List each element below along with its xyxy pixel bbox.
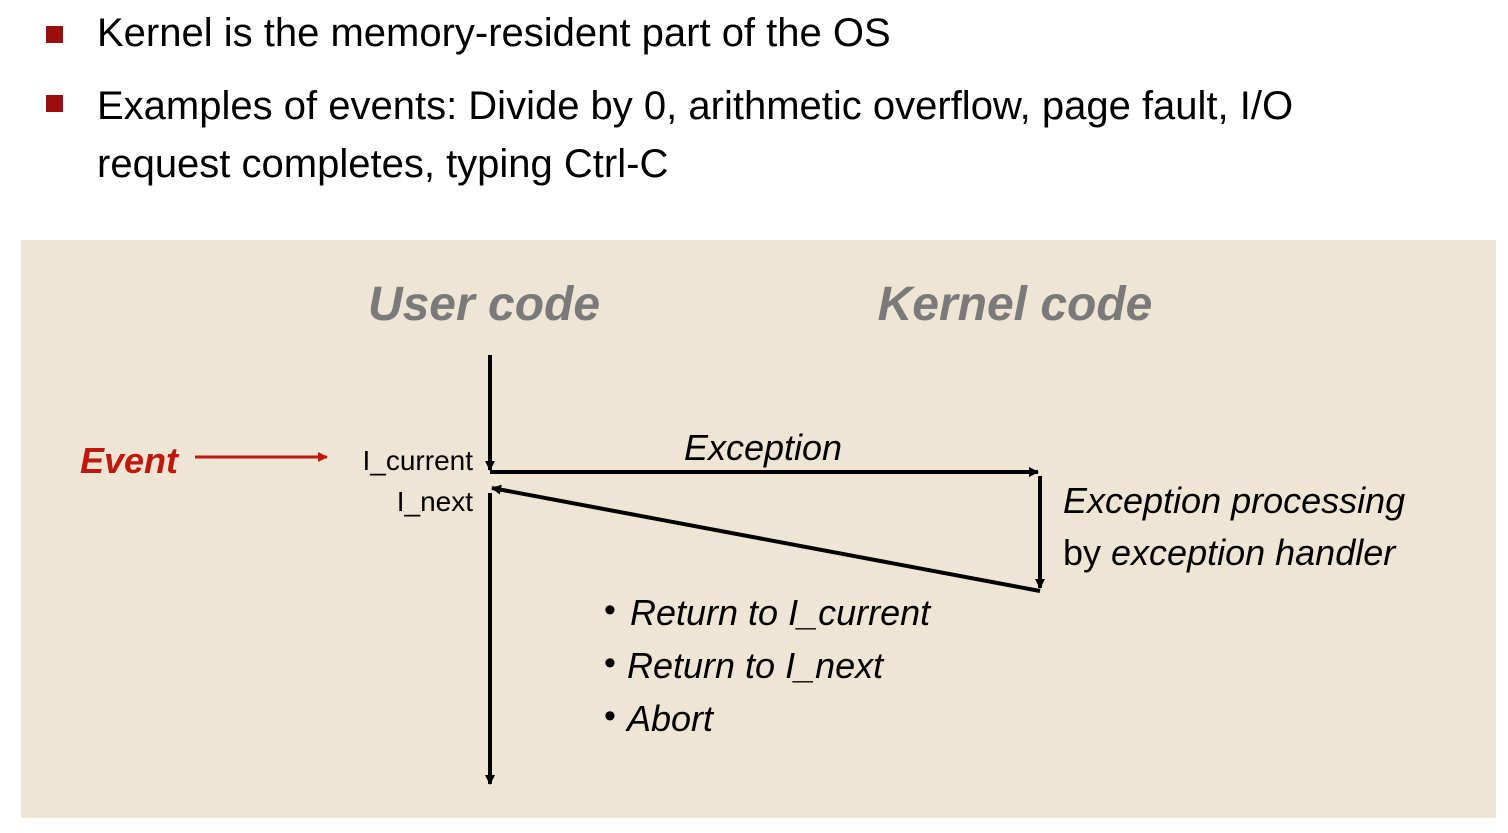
- outcome-list: • Return to I_current • Return to I_next…: [604, 591, 932, 739]
- square-bullet-icon: [46, 26, 63, 43]
- bullet-text-line2: request completes, typing Ctrl-C: [97, 142, 669, 186]
- outcome-bullet-icon: •: [604, 591, 616, 629]
- square-bullet-icon: [46, 95, 63, 112]
- outcome-return-next: Return to I_next: [627, 645, 885, 686]
- outcome-return-current: Return to I_current: [630, 592, 932, 633]
- outcome-bullet-icon: •: [604, 697, 616, 735]
- processing-label-line1: Exception processing: [1063, 480, 1405, 521]
- event-label: Event: [80, 440, 180, 481]
- outcome-bullet-icon: •: [604, 644, 616, 682]
- i-next-label: I_next: [397, 486, 473, 517]
- exception-diagram-panel: [21, 240, 1496, 818]
- kernel-code-header: Kernel code: [878, 278, 1153, 331]
- i-current-label: I_current: [363, 445, 474, 476]
- outcome-abort: Abort: [625, 698, 715, 739]
- bullet-text: Kernel is the memory-resident part of th…: [97, 11, 891, 55]
- processing-label-prefix: by: [1063, 532, 1111, 573]
- user-code-header: User code: [368, 278, 600, 331]
- bullet-text-line1: Examples of events: Divide by 0, arithme…: [97, 84, 1294, 128]
- processing-label-handler: exception handler: [1111, 532, 1397, 573]
- processing-label-line2: by exception handler: [1063, 532, 1397, 573]
- exception-label: Exception: [684, 427, 842, 468]
- return-arrow: [491, 484, 1041, 593]
